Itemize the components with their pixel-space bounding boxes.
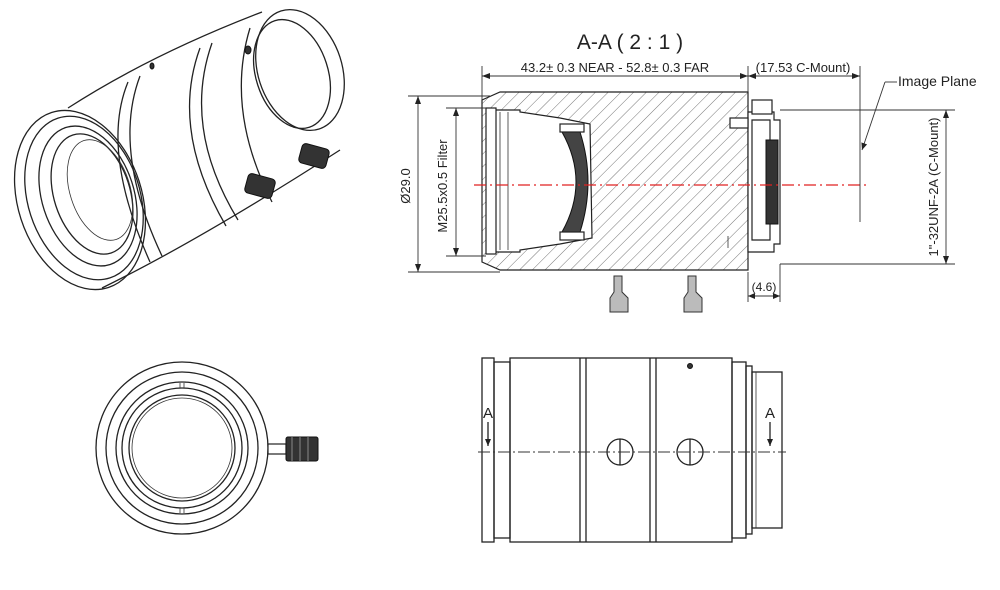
- section-mark-left: A: [483, 405, 493, 422]
- section-mark-right: A: [765, 405, 775, 422]
- diameter-dimension: Ø29.0: [398, 168, 413, 203]
- image-plane-label: Image Plane: [898, 73, 977, 89]
- mount-thread-dimension: 1"-32UNF-2A (C-Mount): [926, 118, 941, 257]
- side-screw-icon: [267, 436, 319, 462]
- filter-thread-dimension: M25.5x0.5 Filter: [435, 139, 450, 233]
- section-title: A-A ( 2 : 1 ): [577, 31, 683, 54]
- mount-depth-dimension: (4.6): [752, 280, 777, 294]
- length-dimension: 43.2± 0.3 NEAR - 52.8± 0.3 FAR: [521, 60, 709, 75]
- screw-icon: [609, 275, 703, 313]
- thumb-screw-icon: [244, 143, 330, 199]
- isometric-lens-view: [13, 8, 345, 291]
- section-view-a-a: A-A ( 2 : 1 ) Image Plane: [398, 31, 977, 313]
- front-lens-view: [95, 361, 319, 535]
- side-lens-view: A A: [478, 357, 786, 543]
- flange-dimension: (17.53 C-Mount): [756, 60, 851, 75]
